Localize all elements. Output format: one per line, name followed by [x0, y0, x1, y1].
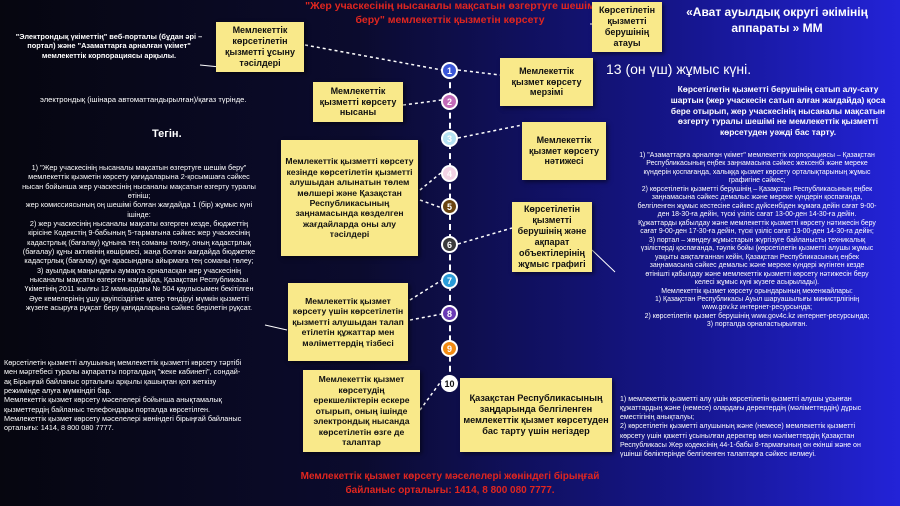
step-6: 6	[441, 236, 458, 253]
step-2: 2	[441, 93, 458, 110]
step-7: 7	[441, 272, 458, 289]
note-service-form: Мемлекеттік қызметті көрсету нысаны	[313, 82, 403, 122]
requirements-line: мен мәртебесі туралы ақпаратты порталдың…	[4, 367, 241, 377]
schedule-line: заңнамасына сәйкес демалыс және мереке к…	[651, 194, 863, 202]
note-payment: Мемлекеттік қызметті көрсету кезінде көр…	[281, 140, 418, 256]
note-refusal-grounds: Қазақстан Республикасының заңдарында бел…	[460, 378, 612, 452]
note-schedule: Көрсетілетін қызметті берушінің және ақп…	[512, 202, 592, 272]
documents-line: кадастрлық (бағалау) құн арасындағы айыр…	[24, 256, 254, 266]
schedule-line: сағат 9-00-ден 17-30-ға дейін, түскі үзі…	[640, 228, 874, 236]
documents-line: Үкіметінің 2011 жылғы 12 мамырдағы № 504…	[24, 284, 254, 294]
step-9: 9	[441, 340, 458, 357]
documents-line: Әуе кемелерінің ұшу қауіпсіздігіне қатер…	[29, 293, 249, 303]
step-4: 4	[441, 165, 458, 182]
note-delivery-methods: Мемлекеттік көрсетілетін қызметті ұсыну …	[216, 22, 304, 72]
refusal-line: Республикасы Жер кодексінің 44-1-бабы 8-…	[620, 441, 861, 449]
schedule-line: заңнамасына сәйкес демалыс және мереке к…	[649, 262, 865, 270]
schedule-line: Мемлекеттік қызмет көрсету орындарының м…	[661, 287, 853, 295]
documents-line: кірісіне Кодекстің 9-бабының 5-тармағына…	[28, 228, 250, 238]
schedule-line: ден 18-30-ға дейін, түскі үзіліс сағат 1…	[657, 211, 857, 219]
note-provider-name: Көрсетілетін қызметті берушінің атауы	[592, 2, 662, 52]
schedule-line: 3) портал – жөндеу жұмыстарын жүргізуге …	[648, 236, 866, 244]
schedule-line: 1) Қазақстан Республикасы Ауыл шаруашылы…	[654, 295, 860, 303]
schedule-text: 1) "Азаматтарға арналған үкімет" мемлеке…	[614, 152, 900, 330]
requirements-line: Көрсетілетін қызметті алушының мемлекетт…	[4, 358, 242, 367]
step-1: 1	[441, 62, 458, 79]
step-3: 3	[441, 130, 458, 147]
refusal-line: көрсету үшін қажетті ұсынылған деректер …	[620, 432, 855, 440]
schedule-line: 2) көрсетілетін қызметті берушінің – Қаз…	[641, 185, 873, 193]
term-text: 13 (он үш) жұмыс күні.	[606, 61, 752, 77]
refusal-line: еместігінің анықталуы;	[620, 414, 695, 422]
note-result: Мемлекеттік қызмет көрсету нәтижесі	[522, 122, 606, 180]
requirements-line: Мемлекеттік қызмет көрсету мәселелері бо…	[4, 395, 222, 405]
requirements-line: ақ Бірыңғай байланыс орталығы арқылы қаш…	[4, 376, 217, 386]
documents-line: нысан бойынша жер учаскесінің нысаналы м…	[22, 181, 256, 191]
note-term: Мемлекеттік қызмет көрсету мерзімі	[500, 58, 593, 106]
schedule-line: үзілістерді қоспағанда, тәулік бойы (көр…	[640, 245, 874, 253]
schedule-line: 1) "Азаматтарға арналған үкімет" мемлеке…	[639, 152, 875, 159]
delivery-methods-text: "Электрондық үкіметтің" веб-порталы (бұд…	[15, 32, 203, 60]
result-text: Көрсетілетін қызметті берушінің сатып ал…	[670, 84, 886, 137]
schedule-line: Құжаттарды қабылдау және мемлекеттік қыз…	[638, 219, 876, 227]
schedule-line: уақыты аяқталғаннан кейін, Қазақстан Рес…	[655, 253, 859, 261]
schedule-line: графигіне сәйкес;	[728, 177, 786, 185]
refusal-line: құжаттардың және (немесе) олардағы дерек…	[620, 405, 862, 413]
service-form-text: электрондық (ішінара автоматтандырылған)…	[40, 95, 247, 104]
other-requirements-text: Көрсетілетін қызметті алушының мемлекетт…	[4, 358, 294, 433]
documents-line: жүзеге асыруға рұқсат беру қағидаларына …	[25, 302, 253, 312]
documents-line: 2) жер учаскесінің нысаналы мақсаты өзге…	[29, 218, 249, 228]
schedule-line: келесі жұмыс күні жүзеге асырылады).	[694, 279, 820, 287]
documents-line: ішінде:	[127, 209, 151, 219]
step-10: 10	[441, 375, 458, 392]
documents-list-text: 1) "Жер учаскесінің нысаналы мақсатын өз…	[4, 163, 274, 312]
note-other-requirements: Мемлекеттік қызмет көрсетудің ерекшелікт…	[303, 370, 420, 452]
requirements-line: қызметтердің байланыс телефондары портал…	[4, 404, 211, 414]
documents-line: 3) ауылдық маңындағы аумақта орналасқан …	[36, 265, 242, 275]
documents-line: өтініш;	[127, 190, 151, 200]
schedule-line: 2) көрсетілетін қызмет берушінің www.gov…	[644, 312, 870, 320]
refusal-grounds-text: 1) мемлекеттік қызметті алу үшін көрсеті…	[620, 395, 900, 459]
requirements-line: режимінде алуға мүмкіндігі бар.	[4, 385, 112, 395]
timeline-spine	[449, 62, 451, 392]
documents-line: кадастрлық (бағалау) құнына тең соманы т…	[27, 237, 251, 247]
refusal-line: 1) мемлекеттік қызметті алу үшін көрсеті…	[620, 396, 852, 403]
documents-line: (бағалау) құны активінің көшірмесі, жаңа…	[22, 246, 256, 256]
payment-text: Тегін.	[152, 128, 182, 140]
page-title: "Жер учаскесінің нысаналы мақсатын өзгер…	[305, 0, 595, 26]
schedule-line: белгіленген жұмыс кестесіне сәйкес дүйсе…	[637, 202, 877, 210]
refusal-line: 2) көрсетілетін қызметті алушының және (…	[620, 423, 856, 431]
schedule-line: Республикасының еңбек заңнамасына сәйкес…	[646, 160, 868, 168]
schedule-line: күндерін қоспағанда, халыққа қызмет көрс…	[643, 168, 871, 176]
schedule-line: өтінішті қабылдау және мемлекеттік қызме…	[645, 270, 869, 278]
step-5: 5	[441, 198, 458, 215]
requirements-line: Мемлекеттік қызмет көрсету мәселелері жө…	[4, 413, 242, 423]
documents-line: жер комиссиясының оң шешімі болған жағда…	[25, 200, 253, 210]
documents-line: нысаналы мақсаты өзгерген жағдайда, Қаза…	[29, 274, 249, 284]
note-documents-list: Мемлекеттік қызмет көрсету үшін көрсетіл…	[288, 283, 408, 361]
footer-contact: Мемлекеттік қызмет көрсету мәселелері жө…	[300, 471, 600, 496]
step-8: 8	[441, 305, 458, 322]
requirements-line: орталығы: 1414, 8 800 080 7777.	[4, 423, 114, 433]
schedule-line: 3) порталда орналастырылған.	[706, 321, 808, 329]
documents-line: 1) "Жер учаскесінің нысаналы мақсатын өз…	[31, 163, 247, 172]
refusal-line: үшінші бөліктерінде белгіленген талаптар…	[620, 450, 817, 458]
provider-name: «Ават ауылдық округі әкімінің аппараты »…	[686, 5, 868, 36]
documents-line: мемлекеттік қызметін көрсету қағидаларын…	[28, 172, 250, 182]
schedule-line: www.gov.kz интернет-ресурсында;	[701, 304, 813, 312]
